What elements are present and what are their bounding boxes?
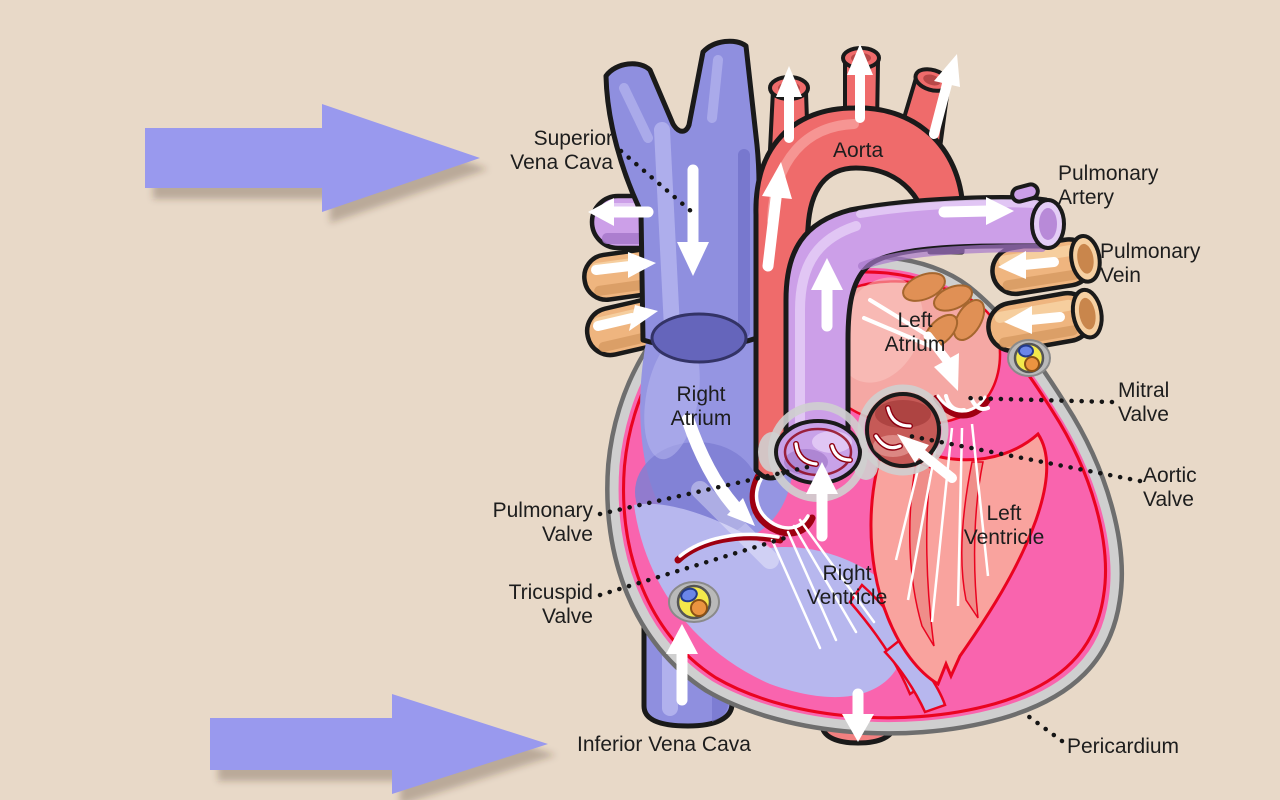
left-arrow-icon (1004, 306, 1065, 334)
label-line: Mitral (1118, 379, 1170, 402)
right-arrow-icon (145, 104, 480, 212)
label-line: Superior (533, 127, 613, 150)
pulmonary-artery-label: Pulmonary Artery (1058, 162, 1158, 210)
left-arrow-icon (588, 198, 654, 226)
blood-flow-arrows (588, 44, 1065, 742)
left-atrium-chamber (822, 272, 1002, 427)
label-line: Left (897, 309, 933, 332)
up-arrow-icon (762, 162, 792, 272)
leader-pericardium (1025, 713, 1065, 744)
label-line: Aortic (1143, 464, 1197, 487)
curved-down-arrow-icon (681, 413, 755, 526)
label-line: Tricuspid (508, 581, 593, 604)
label-line: Inferior Vena Cava (577, 733, 751, 756)
label-line: Pulmonary (492, 499, 593, 522)
right-arrow-icon (210, 694, 548, 794)
branching-down-arrow-icon (862, 298, 959, 391)
superior-vena-cava-vessel (603, 38, 762, 364)
label-line: Pulmonary (1058, 162, 1159, 185)
pulmonary-artery-vessel (783, 182, 1066, 479)
up-arrow-icon (929, 54, 960, 139)
right-ventricle-chamber (634, 481, 947, 714)
up-arrow-icon (847, 44, 873, 123)
label-line: Vena Cava (510, 151, 613, 174)
leader-aortic-valve (907, 433, 1143, 484)
right-arrow-icon (591, 252, 656, 278)
aorta-label: Aorta (833, 139, 883, 163)
left-arrow-icon (998, 251, 1059, 279)
label-line: Ventricle (963, 526, 1045, 549)
label-line: Ventricle (806, 586, 888, 609)
svc-opening (650, 312, 748, 364)
right-arrow-icon (593, 305, 658, 331)
right-arrow-icon (938, 197, 1014, 225)
up-arrow-icon (776, 66, 802, 143)
label-line: Atrium (670, 407, 732, 430)
mitral-valve-structure (933, 394, 991, 419)
left-atrium-label: Left Atrium (865, 309, 965, 357)
mitral-valve-label: Mitral Valve (1118, 379, 1169, 427)
label-line: Atrium (884, 333, 946, 356)
aortic-valve-label: Aortic Valve (1143, 464, 1197, 512)
pericardium-label: Pericardium (1067, 735, 1179, 759)
label-leader-lines (597, 148, 1143, 744)
label-line: Pulmonary (1100, 240, 1201, 263)
pulmonary-valve-label: Pulmonary Valve (440, 499, 593, 547)
superior-vena-cava-label: Superior Vena Cava (433, 127, 613, 175)
right-atrium-label: Right Atrium (648, 383, 754, 431)
coronary-node-right (1007, 339, 1051, 377)
pulmonary-vein-openings (902, 272, 986, 349)
label-line: Artery (1058, 186, 1115, 209)
label-line: Right (676, 383, 726, 406)
label-line: Aorta (833, 139, 884, 162)
label-line: Vein (1100, 264, 1141, 287)
up-arrow-icon (666, 624, 698, 706)
up-left-arrow-icon (897, 434, 957, 483)
tricuspid-valve-structure (674, 466, 876, 650)
up-arrow-icon (806, 462, 838, 542)
right-ventricle-label: Right Ventricle (790, 562, 904, 610)
label-line: Valve (1143, 488, 1194, 511)
coronary-node-left (668, 581, 720, 623)
down-arrow-icon (677, 164, 709, 276)
leader-pulmonary-valve (597, 463, 815, 517)
tricuspid-valve-label: Tricuspid Valve (440, 581, 593, 629)
down-arrow-icon (842, 688, 874, 742)
label-line: Left (986, 502, 1022, 525)
label-line: Valve (542, 605, 593, 628)
inferior-vena-cava-label: Inferior Vena Cava (577, 733, 751, 757)
leader-mitral-valve (963, 395, 1115, 405)
label-line: Valve (1118, 403, 1169, 426)
label-line: Right (822, 562, 872, 585)
up-arrow-icon (811, 258, 843, 332)
label-line: Valve (542, 523, 593, 546)
left-ventricle-label: Left Ventricle (948, 502, 1060, 550)
label-line: Pericardium (1067, 735, 1180, 758)
pulmonary-vein-label: Pulmonary Vein (1100, 240, 1200, 288)
